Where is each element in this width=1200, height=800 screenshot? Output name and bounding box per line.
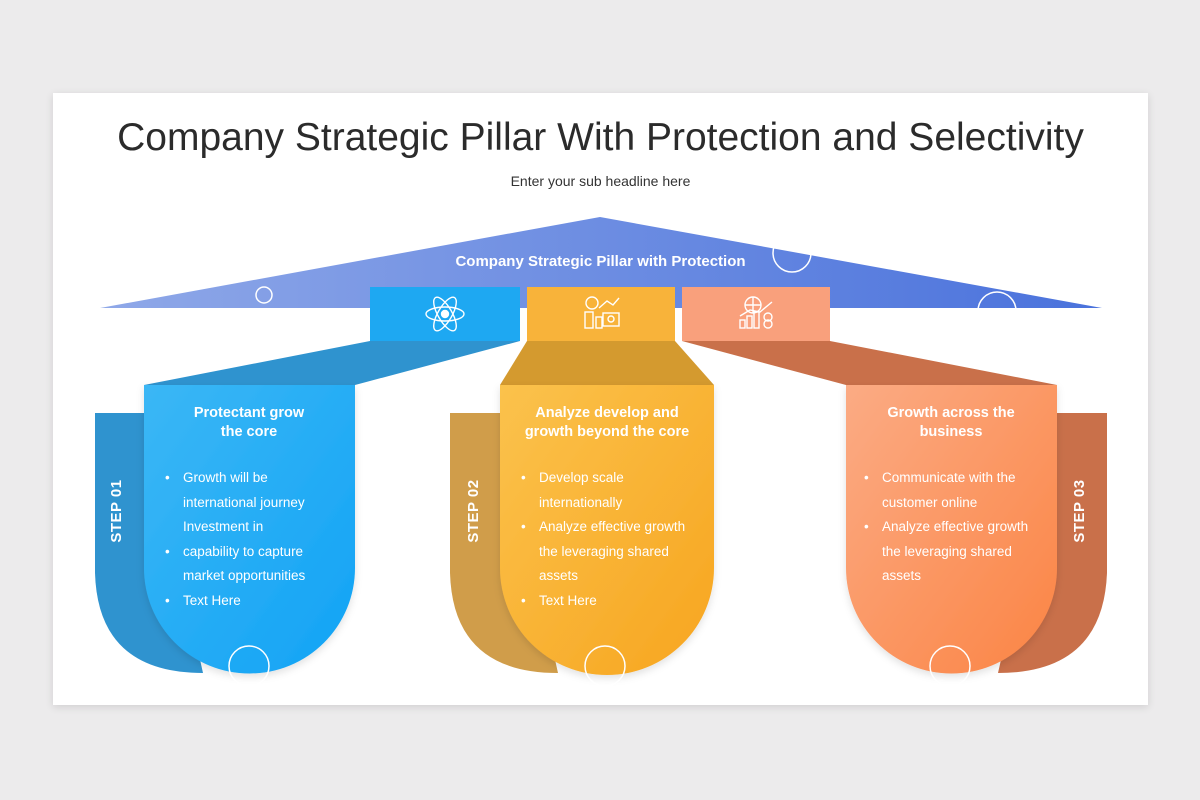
bullet-line: Communicate with the — [862, 466, 1072, 491]
pillar-cap-orange — [682, 287, 830, 341]
step-label-2: STEP 02 — [465, 479, 482, 543]
roof-shape — [100, 217, 1102, 308]
bullet-line: Growth will be — [163, 466, 373, 491]
page-title: Company Strategic Pillar With Protection… — [117, 116, 1084, 159]
pillar-2-title: Analyze develop and growth beyond the co… — [502, 404, 712, 442]
slide: Company Strategic Pillar With Protection… — [53, 93, 1148, 705]
bullet-line: the leveraging shared — [882, 543, 1012, 559]
connector-blue — [144, 341, 520, 385]
bullet-line: capability to capture — [163, 540, 373, 565]
bullet-line: the leveraging shared — [539, 543, 669, 559]
pillar-3-title: Growth across the business — [846, 404, 1056, 442]
bullet-line: customer online — [882, 494, 978, 510]
connector-yellow — [500, 341, 714, 385]
pillar-2-bullets: Develop scale internationally Analyze ef… — [519, 466, 729, 613]
pillar-1-title: Protectant grow the core — [144, 404, 354, 442]
bullet-line: Investment in — [183, 519, 264, 534]
bullet-line: Analyze effective growth — [519, 515, 729, 540]
roof-circle-mid — [772, 233, 812, 273]
pillar-3-title-line: Growth across the — [887, 405, 1015, 421]
pillar-3-bullets: Communicate with the customer online Ana… — [862, 466, 1072, 589]
pillar-1-bullets: Growth will be international journey Inv… — [163, 466, 373, 613]
connector-orange — [682, 341, 1057, 385]
bullet-line: Analyze effective growth — [862, 515, 1072, 540]
pillar-3-title-line: business — [919, 424, 983, 440]
step-label-3: STEP 03 — [1071, 479, 1088, 543]
bullet-line: Develop scale — [519, 466, 729, 491]
bullet-line: Text Here — [163, 589, 373, 614]
pillar-2-title-line: growth beyond the core — [524, 424, 690, 440]
roof-circle-left — [255, 286, 273, 304]
bullet-line: internationally — [539, 494, 623, 510]
pillar-circle-blue — [228, 645, 270, 687]
bullet-line: assets — [539, 568, 579, 583]
bullet-line: international journey — [183, 494, 305, 510]
roof-circle-right — [977, 291, 1017, 331]
bullet-line: Text Here — [519, 589, 729, 614]
page-subtitle: Enter your sub headline here — [510, 173, 691, 189]
atom-icon — [425, 296, 465, 332]
pillar-1-title-line: Protectant grow — [193, 405, 305, 421]
finance-analytics-icon — [584, 296, 620, 329]
global-growth-icon — [739, 296, 773, 329]
pillar-2-title-line: Analyze develop and — [535, 405, 679, 421]
pillar-cap-yellow — [527, 287, 675, 341]
pillar-1-title-line: the core — [220, 424, 278, 440]
bullet-line: assets — [882, 568, 922, 583]
bullet-line: market opportunities — [183, 568, 306, 583]
roof-label: Company Strategic Pillar with Protection — [455, 253, 746, 270]
pillar-diagram — [95, 217, 1107, 687]
pillar-circle-orange — [929, 645, 971, 687]
step-label-1: STEP 01 — [108, 479, 125, 543]
pillar-circle-yellow — [584, 645, 626, 687]
